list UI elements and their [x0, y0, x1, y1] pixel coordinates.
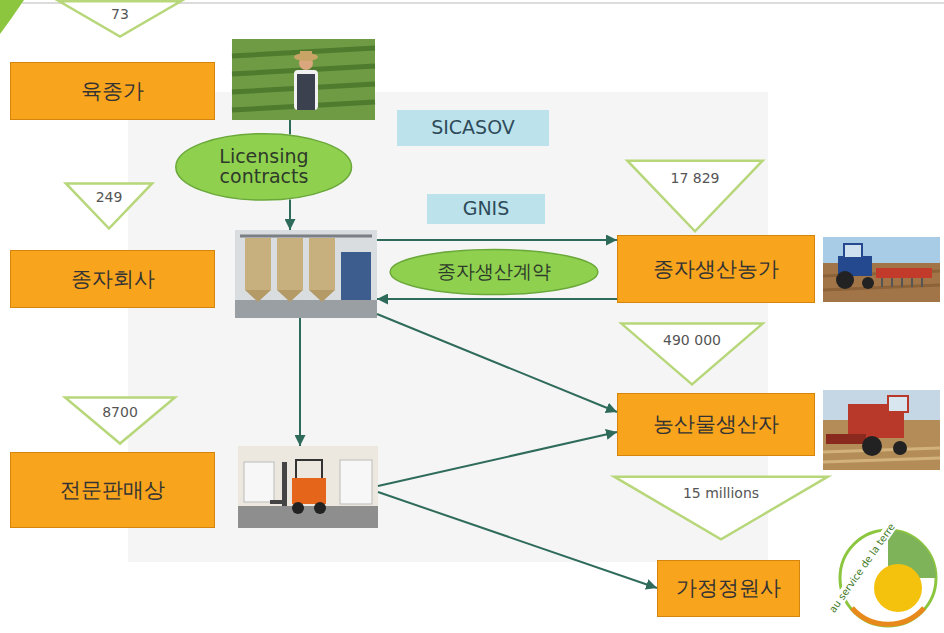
- node-label: 농산물생산자: [653, 412, 779, 436]
- photo-wheel: [314, 502, 326, 514]
- actor-box: 가정정원사: [657, 560, 800, 617]
- photo-wheel: [292, 502, 304, 514]
- photo-seeder: [876, 268, 932, 278]
- triangle-outline: [65, 397, 175, 443]
- ellipse-outline: [390, 249, 598, 294]
- flow-arrow: [299, 318, 301, 446]
- node-label: 종자회사: [71, 267, 155, 291]
- photo-shirt: [294, 70, 318, 110]
- count-triangle: 73: [58, 1, 182, 37]
- triangle-outline: [59, 1, 181, 36]
- count-triangle: 15 millions: [612, 476, 830, 540]
- photo-mast: [282, 462, 287, 506]
- photo-wheel: [862, 436, 882, 456]
- facility-photo: [235, 230, 377, 318]
- node-label: 가정정원사: [676, 576, 781, 600]
- photo-forks: [270, 500, 286, 504]
- photo-silo: [309, 238, 335, 290]
- photo-seeder-tines: [882, 278, 922, 287]
- flow-arrow: [289, 120, 291, 135]
- triangle-outline: [66, 183, 152, 228]
- photo-pallet: [244, 462, 274, 502]
- actor-group: 전문판매상: [10, 446, 378, 528]
- photo-forklift: [292, 478, 326, 504]
- photo-cage: [296, 460, 322, 478]
- photo-cab: [844, 244, 862, 258]
- orange-box: 농산물생산자: [617, 393, 815, 456]
- flow-arrow: [378, 492, 657, 588]
- photo-silo-cone: [245, 290, 271, 302]
- tractor-photo: [823, 237, 940, 302]
- photo-silo-cone: [309, 290, 335, 302]
- photo-silo-cone: [277, 290, 303, 302]
- node-label: 종자생산농가: [653, 257, 779, 281]
- orange-box: 종자생산농가: [617, 235, 815, 303]
- actor-group: 농산물생산자: [617, 390, 940, 470]
- photo-floor: [238, 506, 378, 528]
- node-label: Licensing contracts: [206, 147, 321, 187]
- logo-sun: [874, 564, 922, 612]
- triangle-outline: [614, 477, 828, 540]
- flow-arrow: [289, 199, 291, 230]
- photo-header: [826, 434, 866, 444]
- node-label: SICASOV: [431, 117, 515, 139]
- triangle-outline: [621, 324, 762, 385]
- contract-ellipse: 종자생산계약: [388, 249, 600, 295]
- actor-group: 육종가: [10, 39, 375, 120]
- count-number: 8700: [102, 404, 138, 420]
- count-number: 73: [111, 6, 129, 22]
- corner-leaf: [0, 0, 24, 34]
- photo-cab: [888, 396, 908, 412]
- triangle-outline: [627, 161, 762, 232]
- count-triangle: 8700: [64, 397, 176, 444]
- actor-group: 종자생산농가: [617, 235, 940, 303]
- orange-box: 전문판매상: [10, 452, 215, 528]
- node-label: 전문판매상: [60, 478, 165, 502]
- node-label: 육종가: [81, 79, 144, 103]
- photo-pallet: [340, 460, 372, 504]
- contract-ellipse: Licensing contracts: [174, 133, 353, 201]
- photo-silo: [277, 238, 303, 290]
- count-triangle: 490 000: [620, 323, 764, 385]
- photo-rows: [232, 48, 375, 110]
- photo-floor: [235, 300, 377, 318]
- agency-box: SICASOV: [397, 110, 549, 146]
- harvester-photo: [823, 390, 940, 470]
- photo-wheel: [836, 271, 854, 289]
- photo-hat-top: [300, 51, 312, 57]
- photo-silo: [245, 238, 271, 290]
- count-triangle: 17 829: [626, 160, 764, 232]
- orange-box: 육종가: [10, 62, 215, 120]
- logo-arc: [852, 608, 924, 624]
- photo-stalks: [823, 448, 940, 462]
- actor-group: 종자회사: [10, 230, 377, 318]
- count-number: 249: [96, 189, 123, 205]
- photo-wheel: [893, 441, 907, 455]
- photo-pipe: [240, 235, 372, 238]
- photo-vest: [297, 74, 315, 110]
- photo-wall: [238, 446, 378, 528]
- photo-wall: [235, 230, 377, 318]
- flow-arrow: [377, 298, 617, 300]
- breeder-photo: [232, 39, 375, 120]
- count-number: 15 millions: [683, 485, 759, 501]
- agency-box: GNIS: [427, 194, 545, 224]
- node-label: 종자생산계약: [437, 262, 551, 282]
- orange-box: 종자회사: [10, 250, 215, 308]
- count-triangle: 249: [65, 183, 153, 229]
- count-number: 490 000: [663, 332, 721, 348]
- ellipse-outline: [176, 134, 352, 200]
- photo-field: [232, 39, 375, 120]
- count-number: 17 829: [671, 170, 720, 186]
- forklift-photo: [238, 446, 378, 528]
- node-label: GNIS: [463, 198, 510, 220]
- flow-arrow: [377, 239, 617, 241]
- photo-machine: [341, 252, 371, 300]
- flow-arrow: [378, 432, 617, 486]
- flow-arrow: [377, 314, 617, 412]
- photo-wheel: [862, 277, 874, 289]
